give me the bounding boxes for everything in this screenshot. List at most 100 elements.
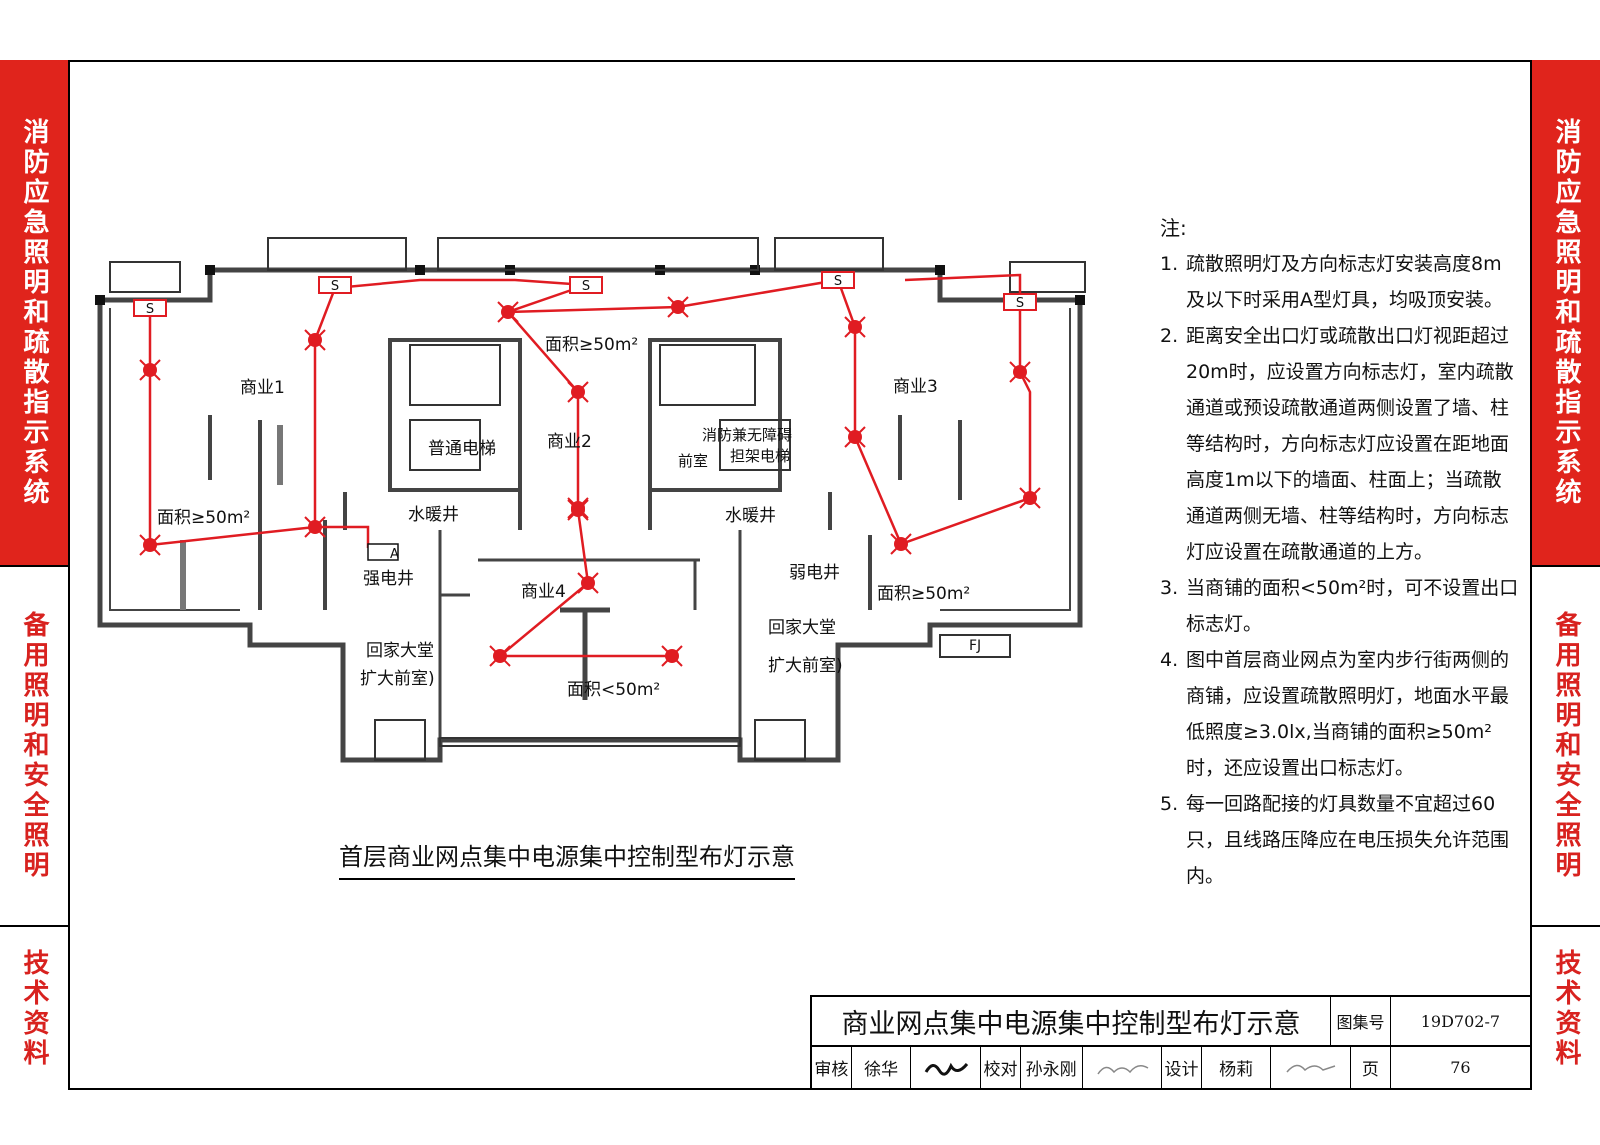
reviewer-signature <box>911 1047 982 1088</box>
evacuation-lamp-icon <box>567 497 589 519</box>
design-label: 设计 <box>1162 1047 1202 1088</box>
reviewer-name: 徐华 <box>852 1047 912 1088</box>
exit-sign-label: S <box>582 279 590 294</box>
note-item: 4. 图中首层商业网点为室内步行街两侧的商铺，应设置疏散照明灯，地面水平最低照度≥… <box>1160 642 1520 786</box>
room-label-shop4: 商业4 <box>521 582 566 602</box>
area-label-1: 面积≥50m² <box>157 508 250 528</box>
room-label-water-right: 水暖井 <box>725 506 776 526</box>
evacuation-lamp-icon <box>139 359 161 381</box>
fj-label: FJ <box>969 638 981 654</box>
note-number: 3. <box>1160 577 1179 599</box>
note-number: 5. <box>1160 793 1179 815</box>
side-right-section-1[interactable]: 消防应急照明和疏散指示系统 <box>1532 60 1600 565</box>
note-text: 疏散照明灯及方向标志灯安装高度8m及以下时采用A型灯具，均吸顶安装。 <box>1186 253 1503 311</box>
signature-mark <box>924 1062 968 1076</box>
note-item: 2. 距离安全出口灯或疏散出口灯视距超过20m时，应设置方向标志灯，室内疏散通道或… <box>1160 318 1520 570</box>
panel-label: A <box>390 547 399 562</box>
notes-list: 1. 疏散照明灯及方向标志灯安装高度8m及以下时采用A型灯具，均吸顶安装。 2. 距离… <box>1160 246 1520 894</box>
evacuation-lamp-icon <box>890 533 912 555</box>
designer-name: 杨莉 <box>1202 1047 1272 1088</box>
side-right-section-3[interactable]: 技术资料 <box>1532 925 1600 1090</box>
title-block-row-2: 审核 徐华 校对 孙永刚 设计 杨莉 页 76 <box>810 1045 1532 1090</box>
evacuation-lamp-icon <box>567 381 589 403</box>
plan-caption: 首层商业网点集中电源集中控制型布灯示意 <box>339 837 795 880</box>
floor-plan: S S S S S 商业1 商业2 商业3 商业4 普通电梯 消防兼无障碍 担架电梯 前… <box>95 237 1086 763</box>
room-label-lobby-right-2: 扩大前室) <box>768 656 843 676</box>
note-text: 距离安全出口灯或疏散出口灯视距超过20m时，应设置方向标志灯，室内疏散通道或预设… <box>1186 325 1514 563</box>
evacuation-lamp-icon <box>844 316 866 338</box>
plan-walls <box>97 267 1083 763</box>
side-left-section-3[interactable]: 技术资料 <box>0 925 68 1090</box>
evacuation-lamp-icon <box>661 645 683 667</box>
exit-sign-label: S <box>146 302 154 317</box>
evacuation-lamp-icon <box>304 329 326 351</box>
side-right-section-2[interactable]: 备用照明和安全照明 <box>1532 565 1600 925</box>
exit-sign-icon: S <box>1003 293 1037 311</box>
side-left-section-2[interactable]: 备用照明和安全照明 <box>0 565 68 925</box>
note-number: 2. <box>1160 325 1179 347</box>
room-label-lobby-left-2: 扩大前室) <box>360 669 435 689</box>
area-label-4: 面积<50m² <box>567 680 660 700</box>
area-label-3: 面积≥50m² <box>877 584 970 604</box>
drawing-frame <box>68 60 1532 1090</box>
room-label-lobby-right-1: 回家大堂 <box>768 618 836 638</box>
circuit-wire <box>836 279 1032 546</box>
note-number: 1. <box>1160 253 1179 275</box>
exit-sign-icon: S <box>318 276 352 294</box>
note-item: 3. 当商铺的面积<50m²时，可不设置出口标志灯。 <box>1160 570 1520 642</box>
room-label-fire-elevator: 消防兼无障碍 <box>702 426 792 444</box>
plan-gray-bars <box>180 425 283 610</box>
note-text: 当商铺的面积<50m²时，可不设置出口标志灯。 <box>1186 577 1519 635</box>
room-label-elevator: 普通电梯 <box>428 439 496 459</box>
note-item: 5. 每一回路配接的灯具数量不宜超过60只，且线路压降应在电压损失允许范围内。 <box>1160 786 1520 894</box>
room-label-lobby-left-1: 回家大堂 <box>366 641 434 661</box>
atlas-number: 19D702-7 <box>1420 1011 1501 1031</box>
checker-signature <box>1083 1047 1163 1088</box>
right-side-index: 消防应急照明和疏散指示系统 备用照明和安全照明 技术资料 <box>1532 60 1600 1090</box>
exit-sign-icon: S <box>133 299 167 317</box>
room-label-water-left: 水暖井 <box>408 505 459 525</box>
exit-sign-label: S <box>331 279 339 294</box>
note-text: 图中首层商业网点为室内步行街两侧的商铺，应设置疏散照明灯，地面水平最低照度≥3.… <box>1186 649 1510 779</box>
room-label-weak: 弱电井 <box>789 563 840 583</box>
note-text: 每一回路配接的灯具数量不宜超过60只，且线路压降应在电压损失允许范围内。 <box>1186 793 1510 887</box>
left-side-index: 消防应急照明和疏散指示系统 备用照明和安全照明 技术资料 <box>0 60 68 1090</box>
notes-panel: 注: 1. 疏散照明灯及方向标志灯安装高度8m及以下时采用A型灯具，均吸顶安装。 2… <box>1160 210 1520 894</box>
evacuation-lamp-icon <box>304 516 326 538</box>
side-left-section-1[interactable]: 消防应急照明和疏散指示系统 <box>0 60 68 565</box>
evacuation-lamp-icon <box>139 534 161 556</box>
note-number: 4. <box>1160 649 1179 671</box>
exit-sign-icon: S <box>821 271 855 289</box>
room-label-stretcher-elevator: 担架电梯 <box>730 447 790 465</box>
room-label-strong: 强电井 <box>363 569 414 589</box>
checker-name: 孙永刚 <box>1021 1047 1083 1088</box>
page-label: 页 <box>1351 1047 1391 1088</box>
note-item: 1. 疏散照明灯及方向标志灯安装高度8m及以下时采用A型灯具，均吸顶安装。 <box>1160 246 1520 318</box>
title-block: 商业网点集中电源集中控制型布灯示意 图集号 19D702-7 审核 徐华 校对 … <box>810 995 1532 1090</box>
title-block-row-1: 商业网点集中电源集中控制型布灯示意 图集号 19D702-7 <box>810 995 1532 1047</box>
room-label-shop3: 商业3 <box>893 377 938 397</box>
signature-mark <box>1097 1064 1149 1074</box>
exit-sign-label: S <box>834 274 842 289</box>
evacuation-lamp-icon <box>844 426 866 448</box>
notes-heading: 注: <box>1160 216 1187 240</box>
exit-sign-icon: S <box>569 276 603 294</box>
area-label-2: 面积≥50m² <box>545 335 638 355</box>
evacuation-lamp-icon <box>489 645 511 667</box>
circuit-wire <box>313 278 587 527</box>
page-number: 76 <box>1450 1058 1471 1077</box>
check-label: 校对 <box>981 1047 1021 1088</box>
room-label-front-room: 前室 <box>678 452 708 470</box>
evacuation-lamp-icon <box>667 296 689 318</box>
designer-signature <box>1271 1047 1352 1088</box>
atlas-label: 图集号 <box>1331 997 1391 1045</box>
distribution-panel <box>367 543 399 561</box>
room-label-shop1: 商业1 <box>240 378 285 398</box>
plan-doors <box>109 237 1086 761</box>
exit-sign-label: S <box>1016 296 1024 311</box>
evacuation-lamp-icon <box>1019 487 1041 509</box>
evacuation-lamp-icon <box>497 301 519 323</box>
room-label-shop2: 商业2 <box>547 432 592 452</box>
evacuation-lamp-icon <box>577 572 599 594</box>
review-label: 审核 <box>812 1047 852 1088</box>
